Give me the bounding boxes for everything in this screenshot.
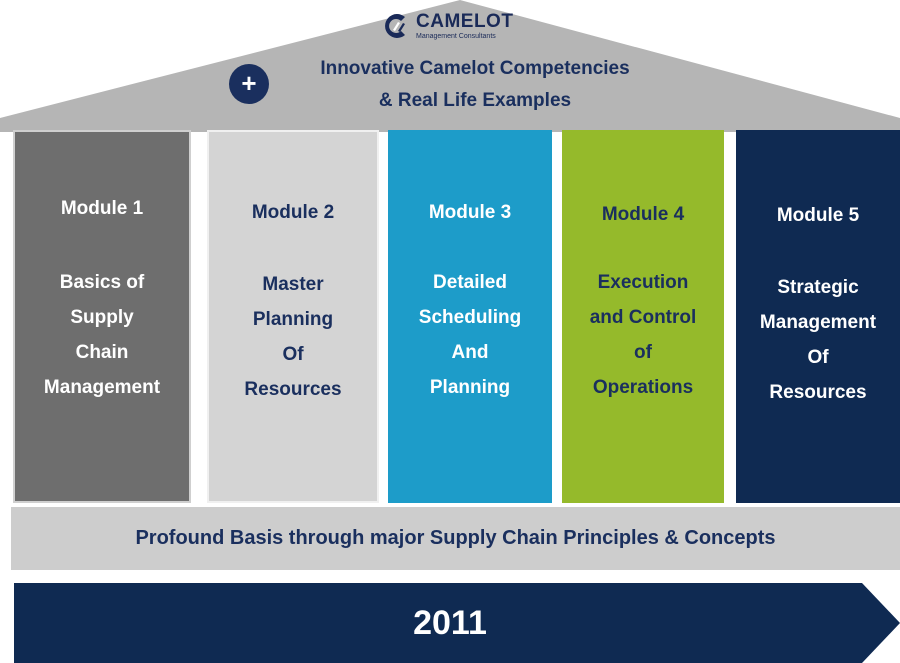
module-1-line: Supply [70, 307, 134, 328]
module-1-line: Basics of [59, 272, 145, 293]
module-3-title: Module 3 [428, 202, 512, 223]
module-2-desc: Master Planning Of Resources [209, 267, 377, 407]
module-5-desc: Strategic Management Of Resources [736, 270, 900, 410]
module-2-line: Planning [252, 309, 334, 330]
module-2-line: Master [262, 274, 324, 295]
module-1-title: Module 1 [60, 198, 144, 219]
module-3-line: Detailed [433, 272, 507, 293]
module-3-desc: Detailed Scheduling And Planning [388, 265, 552, 405]
module-5-pillar: Module 5 Strategic Management Of Resourc… [736, 130, 900, 503]
module-4-pillar: Module 4 Execution and Control of Operat… [562, 130, 724, 503]
year-arrow [14, 583, 900, 663]
camelot-logo: CAMELOT Management Consultants [380, 8, 513, 44]
module-4-desc: Execution and Control of Operations [562, 265, 724, 405]
module-2-line: Resources [244, 379, 342, 400]
module-4-title: Module 4 [601, 204, 685, 225]
module-3-line: And [451, 342, 489, 363]
roof-background [0, 0, 900, 132]
year-label: 2011 [413, 603, 487, 642]
module-4-line: and Control [589, 307, 697, 328]
plus-icon: + [229, 64, 269, 104]
module-3-line: Planning [429, 377, 511, 398]
module-3-line: Scheduling [418, 307, 522, 328]
module-5-line: Of [807, 347, 829, 368]
module-1-desc: Basics of Supply Chain Management [15, 265, 189, 405]
module-5-line: Resources [769, 382, 867, 403]
module-4-line: of [634, 342, 652, 363]
logo-name: CAMELOT [416, 11, 514, 32]
module-1-line: Management [43, 377, 161, 398]
roof-heading-line-1: Innovative Camelot Competencies [320, 58, 630, 79]
module-4-line: Execution [597, 272, 689, 293]
roof-heading-line-2: & Real Life Examples [378, 90, 572, 111]
module-5-title: Module 5 [776, 205, 860, 226]
module-1-line: Chain [75, 342, 129, 363]
module-5-line: Management [759, 312, 877, 333]
module-2-line: Of [282, 344, 304, 365]
module-5-line: Strategic [777, 277, 859, 298]
module-2-pillar: Module 2 Master Planning Of Resources [207, 130, 379, 503]
module-2-title: Module 2 [251, 202, 335, 223]
module-4-line: Operations [592, 377, 694, 398]
foundation-bar: Profound Basis through major Supply Chai… [11, 507, 900, 570]
module-1-pillar: Module 1 Basics of Supply Chain Manageme… [13, 130, 191, 503]
camelot-logo-icon [385, 14, 405, 38]
logo-tagline: Management Consultants [416, 33, 496, 40]
module-3-pillar: Module 3 Detailed Scheduling And Plannin… [388, 130, 552, 503]
module-pillars: Module 1 Basics of Supply Chain Manageme… [0, 130, 900, 503]
